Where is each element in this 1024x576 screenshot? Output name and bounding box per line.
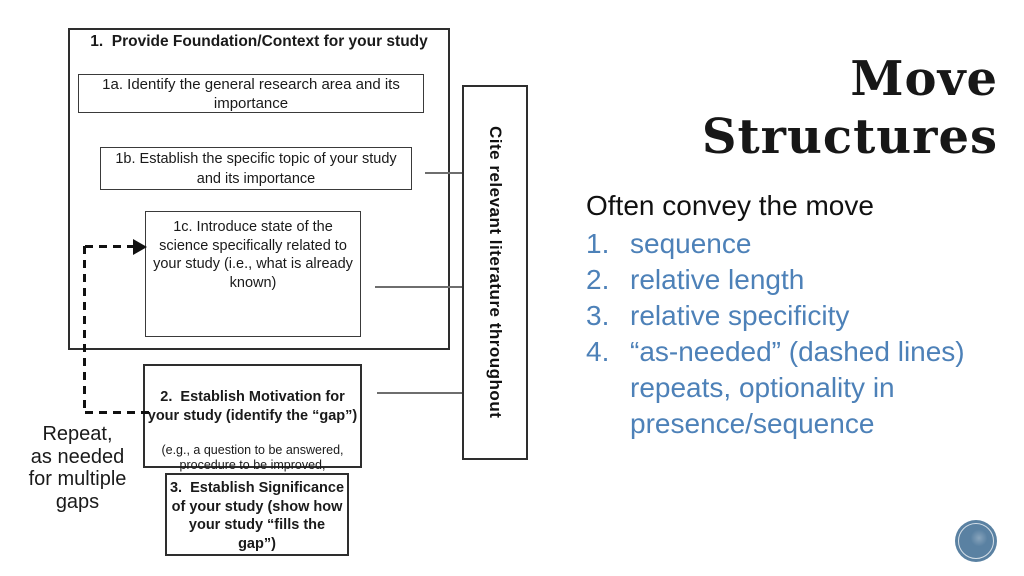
connector-line-1c bbox=[375, 286, 462, 288]
list-item-text: sequence bbox=[630, 228, 752, 259]
flowchart-box-2: 2. Establish Motivation for your study (… bbox=[143, 364, 362, 487]
flowchart-box-2-title: 2. Establish Motivation for your study (… bbox=[147, 389, 358, 424]
list-item-number: 4. bbox=[586, 336, 610, 367]
move-list: 1. sequence 2. relative length 3. relati… bbox=[586, 226, 965, 442]
list-item-text: relative specificity bbox=[630, 300, 850, 331]
list-item: 4. “as-needed” (dashed lines) repeats, o… bbox=[586, 334, 965, 442]
list-item: 2. relative length bbox=[586, 262, 965, 298]
flowchart-box-1b: 1b. Establish the specific topic of your… bbox=[100, 147, 412, 190]
repeat-loop-dashed-vertical bbox=[83, 246, 86, 414]
list-item: 1. sequence bbox=[586, 226, 965, 262]
slide-title: Move Structures bbox=[702, 50, 998, 166]
repeat-loop-dashed-top bbox=[85, 245, 133, 248]
slide-logo-badge bbox=[955, 520, 997, 562]
flowchart-box-1a: 1a. Identify the general research area a… bbox=[78, 74, 424, 113]
flowchart-box-move1 bbox=[68, 28, 450, 350]
slide-title-line-1: Move bbox=[850, 51, 998, 107]
list-item-text: “as-needed” (dashed lines) repeats, opti… bbox=[630, 336, 965, 439]
list-item-number: 2. bbox=[586, 264, 610, 295]
list-item: 3. relative specificity bbox=[586, 298, 965, 334]
flowchart-box-1c: 1c. Introduce state of the science speci… bbox=[145, 211, 361, 337]
badge-ring bbox=[958, 523, 994, 559]
badge-texture bbox=[971, 529, 987, 547]
cite-literature-box: Cite relevant literature throughout bbox=[462, 85, 528, 460]
cite-literature-label: Cite relevant literature throughout bbox=[486, 126, 505, 419]
intro-text: Often convey the move bbox=[586, 190, 874, 221]
list-item-number: 3. bbox=[586, 300, 610, 331]
connector-line-2 bbox=[377, 392, 462, 394]
flowchart-box-move1-title: 1. Provide Foundation/Context for your s… bbox=[90, 33, 428, 50]
repeat-note: Repeat, as needed for multiple gaps bbox=[28, 423, 127, 513]
repeat-loop-arrowhead-icon bbox=[133, 239, 147, 255]
list-item-number: 1. bbox=[586, 228, 610, 259]
flowchart-box-3: 3. Establish Significance of your study … bbox=[165, 473, 349, 556]
connector-line-1b bbox=[425, 172, 462, 174]
slide-title-line-2: Structures bbox=[701, 109, 998, 165]
list-item-text: relative length bbox=[630, 264, 805, 295]
repeat-loop-dashed-bottom bbox=[85, 411, 151, 414]
